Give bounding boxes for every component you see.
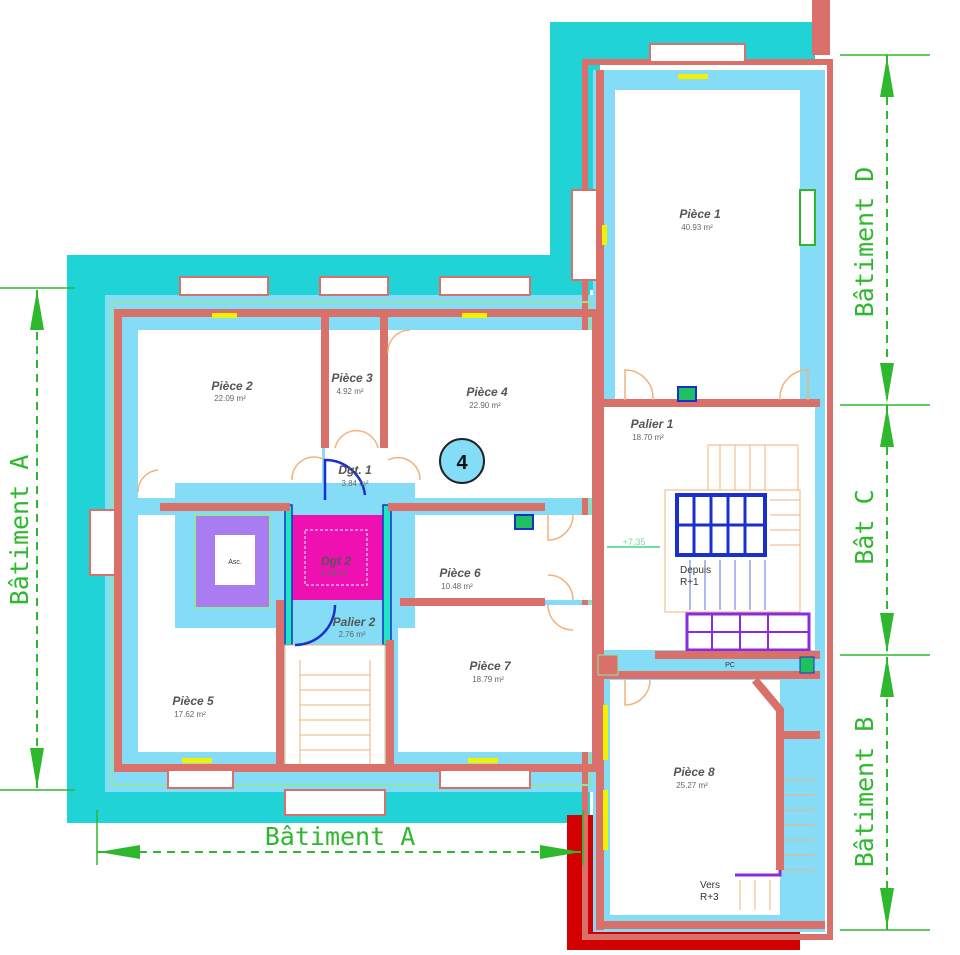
elevator-label: Asc. xyxy=(228,559,242,566)
dimension-label-batiment-b: Bâtiment B xyxy=(850,717,879,868)
stairs-to-label: Vers R+3 xyxy=(700,880,720,903)
room-name: Pièce 5 xyxy=(172,694,214,708)
room-area: 4.28 m² xyxy=(320,569,347,578)
room-area: 2.76 m² xyxy=(338,630,365,639)
door-swings xyxy=(137,329,809,706)
room-piece3 xyxy=(328,330,380,448)
elevation-label: +7,35 xyxy=(623,537,646,547)
room-name: Dgt 2 xyxy=(321,554,351,568)
room-piece2 xyxy=(138,330,322,498)
room-name: Palier 2 xyxy=(333,615,376,629)
room-name: Pièce 7 xyxy=(469,659,512,673)
room-area: 18.79 m² xyxy=(472,675,504,684)
room-area: 18.70 m² xyxy=(632,433,664,442)
dgt2-area xyxy=(292,515,383,600)
elevator-block xyxy=(175,483,415,646)
dgt1-door xyxy=(323,458,367,500)
room-name: Pièce 8 xyxy=(673,765,715,779)
room-area: 3.84 m² xyxy=(341,479,368,488)
dimension-label-batiment-d: Bâtiment D xyxy=(850,167,879,318)
palier2-door xyxy=(294,604,337,647)
windows xyxy=(89,43,816,850)
room-area: 22.90 m² xyxy=(469,401,501,410)
room-piece6 xyxy=(400,515,595,600)
floor-number: 4 xyxy=(456,452,468,474)
floor-number-badge xyxy=(439,438,485,484)
room-labels: Pièce 1 40.93 m² Pièce 2 22.09 m² Pièce … xyxy=(172,207,721,790)
room-piece4 xyxy=(388,330,595,498)
staircases xyxy=(284,444,815,910)
room-name: Dgt. 1 xyxy=(338,463,372,477)
dimension-lines xyxy=(0,54,930,931)
room-piece8 xyxy=(610,680,780,915)
dimension-label-bottom: Bâtiment A xyxy=(265,822,416,851)
dimension-label-left: Bâtiment A xyxy=(5,455,34,606)
room-piece1 xyxy=(615,90,800,400)
room-area: 10.48 m² xyxy=(441,582,473,591)
room-area: 4.92 m² xyxy=(336,387,363,396)
room-area: 17.62 m² xyxy=(174,710,206,719)
walls xyxy=(114,70,825,930)
pc-label: PC xyxy=(725,662,735,669)
room-name: Pièce 3 xyxy=(331,371,373,385)
room-piece7 xyxy=(398,605,595,752)
room-name: Pièce 4 xyxy=(466,385,508,399)
room-name: Pièce 2 xyxy=(211,379,253,393)
dimension-label-bat-c: Bât C xyxy=(850,489,879,564)
room-area: 25.27 m² xyxy=(676,781,708,790)
stairs-from-label: Depuis R+1 xyxy=(680,565,711,588)
room-name: Palier 1 xyxy=(631,417,674,431)
room-name: Pièce 6 xyxy=(439,566,481,580)
room-name: Pièce 1 xyxy=(679,207,721,221)
room-area: 22.09 m² xyxy=(214,394,246,403)
room-area: 40.93 m² xyxy=(681,223,713,232)
